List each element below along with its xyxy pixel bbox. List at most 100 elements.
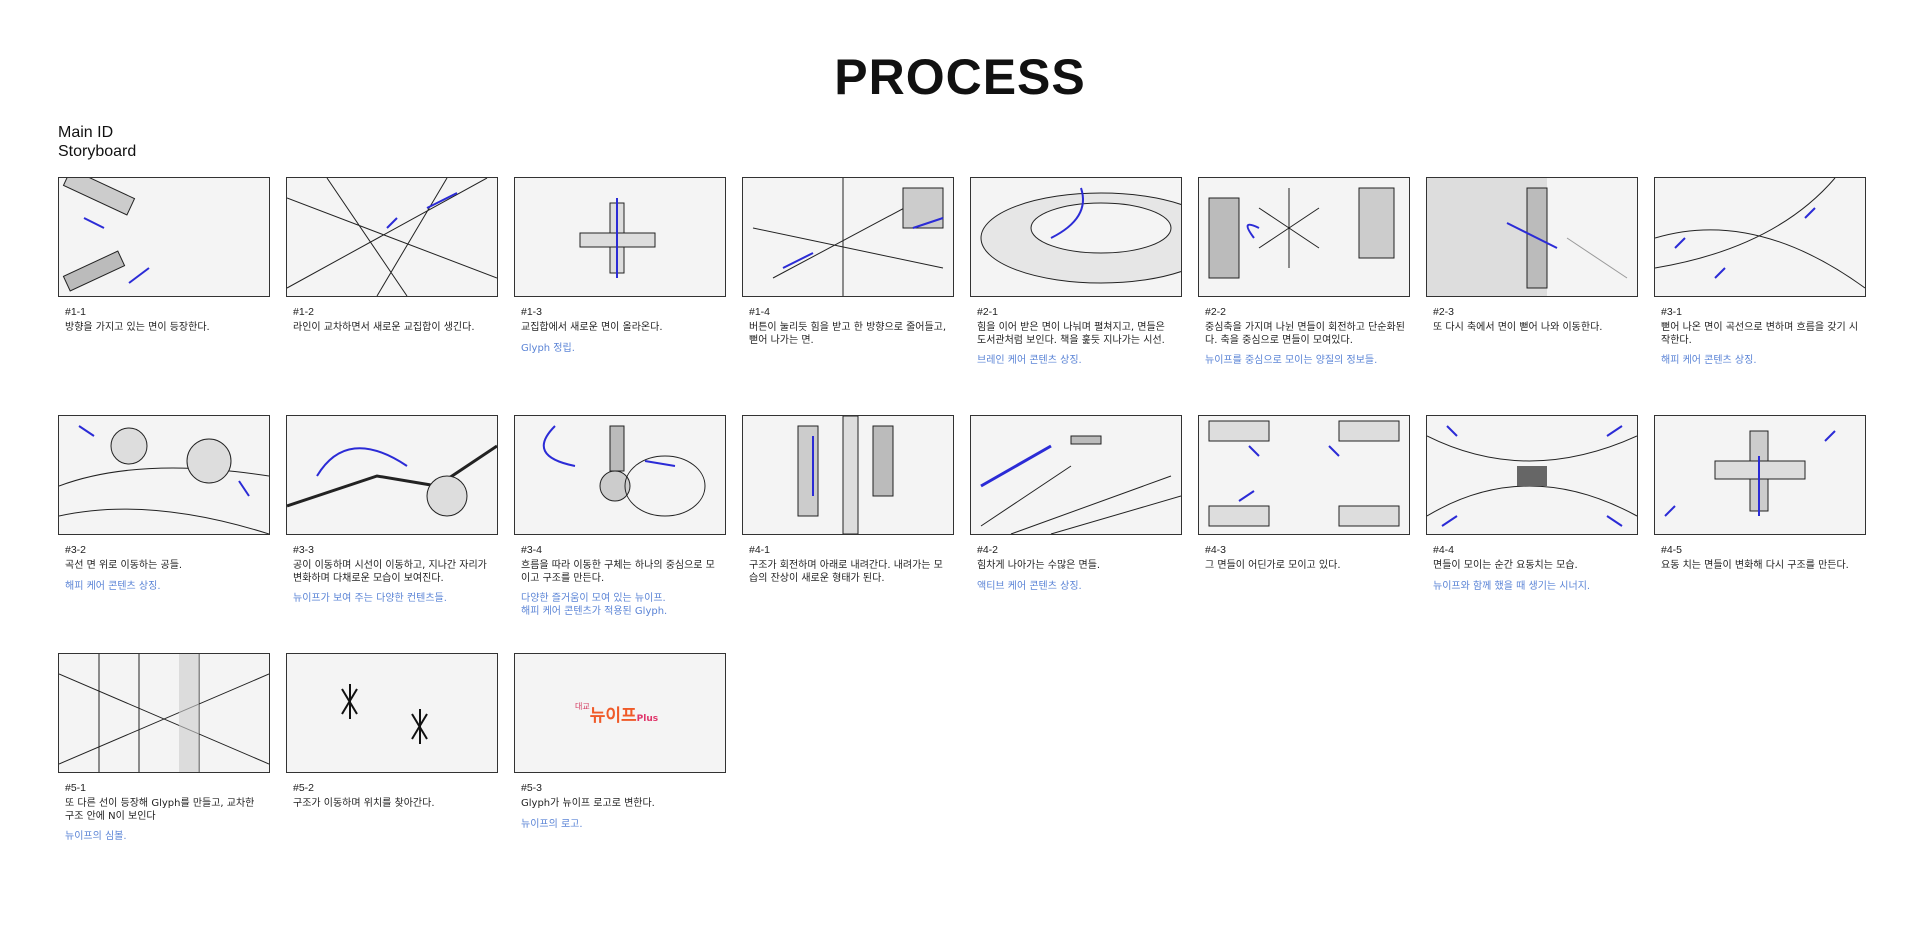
storyboard-frame: #1-1 방향을 가지고 있는 면이 등장한다.	[58, 177, 270, 335]
storyboard-frame: #2-2 중심축을 가지며 나뉜 면들이 회전하고 단순화된다. 축을 중심으로 …	[1198, 177, 1410, 368]
frame-note: 다양한 즐거움이 모여 있는 뉴이프. 해피 케어 콘텐츠가 적용된 Glyph…	[521, 593, 668, 617]
frame-sketch	[286, 653, 498, 773]
frame-code: #3-3	[293, 544, 315, 556]
sketch-illustration	[1655, 178, 1865, 289]
sketch-illustration	[1664, 430, 1836, 517]
frame-description: 힘차게 나아가는 수많은 면들.	[977, 560, 1101, 571]
frame-sketch	[1426, 177, 1638, 297]
frame-description: 그 면들이 어딘가로 모이고 있다.	[1205, 560, 1341, 571]
frame-description: 흐름을 따라 이동한 구체는 하나의 중심으로 모이고 구조를 만든다.	[521, 560, 715, 584]
frame-description: 중심축을 가지며 나뉜 면들이 회전하고 단순화된다. 축을 중심으로 면들이 …	[1205, 322, 1405, 346]
sketch-illustration	[1427, 425, 1637, 527]
frame-note: 뉴이프가 보여 주는 다양한 컨텐츠들.	[293, 593, 447, 604]
page-subtitle: Main ID Storyboard	[58, 123, 136, 161]
frame-code: #1-3	[521, 306, 543, 318]
storyboard-frame: #4-3 그 면들이 어딘가로 모이고 있다.	[1198, 415, 1410, 573]
frame-sketch	[1198, 177, 1410, 297]
frame-description: 또 다시 축에서 면이 뻗어 나와 이동한다.	[1433, 322, 1603, 333]
frame-sketch	[58, 177, 270, 297]
frame-description: 버튼이 눌리듯 힘을 받고 한 방향으로 줄어들고, 뻗어 나가는 면.	[749, 322, 947, 346]
frame-description: 구조가 회전하며 아래로 내려간다. 내려가는 모습의 잔상이 새로운 형태가 …	[749, 560, 943, 584]
sketch-illustration	[980, 187, 1181, 284]
frame-sketch	[286, 177, 498, 297]
storyboard-frame: #1-2 라인이 교차하면서 새로운 교집합이 생긴다.	[286, 177, 498, 335]
storyboard-frame: #2-3 또 다시 축에서 면이 뻗어 나와 이동한다.	[1426, 177, 1638, 335]
frame-code: #5-3	[521, 782, 543, 794]
storyboard-frame: #4-2 힘차게 나아가는 수많은 면들. 액티브 케어 콘텐츠 상징.	[970, 415, 1182, 593]
frame-note: 뉴이프와 함께 했을 때 생기는 시너지.	[1433, 580, 1591, 592]
frame-code: #2-3	[1433, 306, 1455, 318]
storyboard-frame: #3-1 뻗어 나온 면이 곡선으로 변하며 흐름을 갖기 시작한다. 해피 케어 …	[1654, 177, 1866, 368]
frame-sketch	[742, 177, 954, 297]
sketch-illustration	[1208, 187, 1395, 279]
frame-sketch	[58, 415, 270, 535]
frame-sketch	[58, 653, 270, 773]
frame-note: 해피 케어 콘텐츠 상징.	[1661, 355, 1757, 366]
sketch-illustration	[797, 416, 894, 534]
frame-description: 교집합에서 새로운 면이 올라온다.	[521, 322, 663, 333]
frame-code: #4-3	[1205, 544, 1227, 556]
logo-small-text: 대교	[575, 702, 590, 711]
frame-note: 브레인 케어 콘텐츠 상징.	[977, 355, 1082, 366]
frame-description: Glyph가 뉴이프 로고로 변한다.	[521, 798, 655, 809]
frame-note: 뉴이프를 중심으로 모이는 양질의 정보들.	[1205, 355, 1378, 366]
sketch-illustration	[542, 425, 706, 517]
storyboard-frame: #1-4 버튼이 눌리듯 힘을 받고 한 방향으로 줄어들고, 뻗어 나가는 면.	[742, 177, 954, 347]
frame-sketch	[286, 415, 498, 535]
frame-description: 힘을 이어 받은 면이 나눠며 펼쳐지고, 면들은 도서관처럼 보인다. 책을 …	[977, 322, 1165, 346]
frame-code: #1-2	[293, 306, 315, 318]
frame-code: #2-1	[977, 306, 999, 318]
sketch-illustration	[579, 198, 656, 278]
frame-sketch	[1198, 415, 1410, 535]
frame-description: 라인이 교차하면서 새로운 교집합이 생긴다.	[293, 322, 475, 333]
frame-code: #2-2	[1205, 306, 1227, 318]
sketch-illustration	[287, 444, 497, 517]
sketch-illustration	[1427, 178, 1628, 296]
frame-description: 구조가 이동하며 위치를 찾아간다.	[293, 798, 435, 809]
frame-code: #4-2	[977, 544, 999, 556]
frame-sketch	[514, 415, 726, 535]
frame-sketch: 대교뉴이프Plus	[514, 653, 726, 773]
frame-sketch	[970, 177, 1182, 297]
frame-note: 해피 케어 콘텐츠 상징.	[65, 580, 161, 592]
frame-sketch	[514, 177, 726, 297]
frame-code: #3-2	[65, 544, 87, 556]
frame-sketch	[1426, 415, 1638, 535]
subtitle-line-2: Storyboard	[58, 143, 137, 160]
frame-description: 요동 치는 면들이 변화해 다시 구조를 만든다.	[1661, 560, 1849, 571]
frame-description: 방향을 가지고 있는 면이 등장한다.	[65, 322, 210, 333]
sketch-illustration	[62, 178, 150, 292]
frame-note: 뉴이프의 심볼.	[65, 831, 127, 842]
brand-logo: 대교뉴이프Plus	[575, 701, 658, 726]
frame-description: 또 다른 선이 등장해 Glyph를 만들고, 교차한 구조 안에 N이 보인다	[65, 798, 255, 822]
storyboard-frame: #3-4 흐름을 따라 이동한 구체는 하나의 중심으로 모이고 구조를 만든다.…	[514, 415, 726, 618]
storyboard-frame: #2-1 힘을 이어 받은 면이 나눠며 펼쳐지고, 면들은 도서관처럼 보인다.…	[970, 177, 1182, 368]
frame-note: 액티브 케어 콘텐츠 상징.	[977, 580, 1082, 592]
frame-code: #1-1	[65, 306, 87, 318]
sketch-illustration	[59, 654, 269, 772]
storyboard-frame: #4-4 면들이 모이는 순간 요동치는 모습. 뉴이프와 함께 했을 때 생기는 …	[1426, 415, 1638, 593]
frame-code: #3-1	[1661, 306, 1683, 318]
frame-note: 뉴이프의 로고.	[521, 818, 583, 830]
storyboard-frame: #5-2 구조가 이동하며 위치를 찾아간다.	[286, 653, 498, 811]
sketch-illustration	[980, 435, 1181, 534]
frame-description: 뻗어 나온 면이 곡선으로 변하며 흐름을 갖기 시작한다.	[1661, 322, 1859, 346]
frame-sketch	[970, 415, 1182, 535]
frame-code: #3-4	[521, 544, 543, 556]
subtitle-line-1: Main ID	[58, 124, 114, 141]
sketch-illustration	[1208, 420, 1400, 527]
sketch-illustration	[752, 178, 944, 296]
logo-main-text: 뉴이프	[589, 706, 637, 726]
frame-code: #1-4	[749, 306, 771, 318]
sketch-illustration	[341, 684, 428, 744]
frame-code: #4-4	[1433, 544, 1455, 556]
frame-code: #4-1	[749, 544, 771, 556]
frame-note: Glyph 정립.	[521, 342, 575, 354]
frame-description: 면들이 모이는 순간 요동치는 모습.	[1433, 560, 1578, 571]
frame-code: #5-2	[293, 782, 315, 794]
